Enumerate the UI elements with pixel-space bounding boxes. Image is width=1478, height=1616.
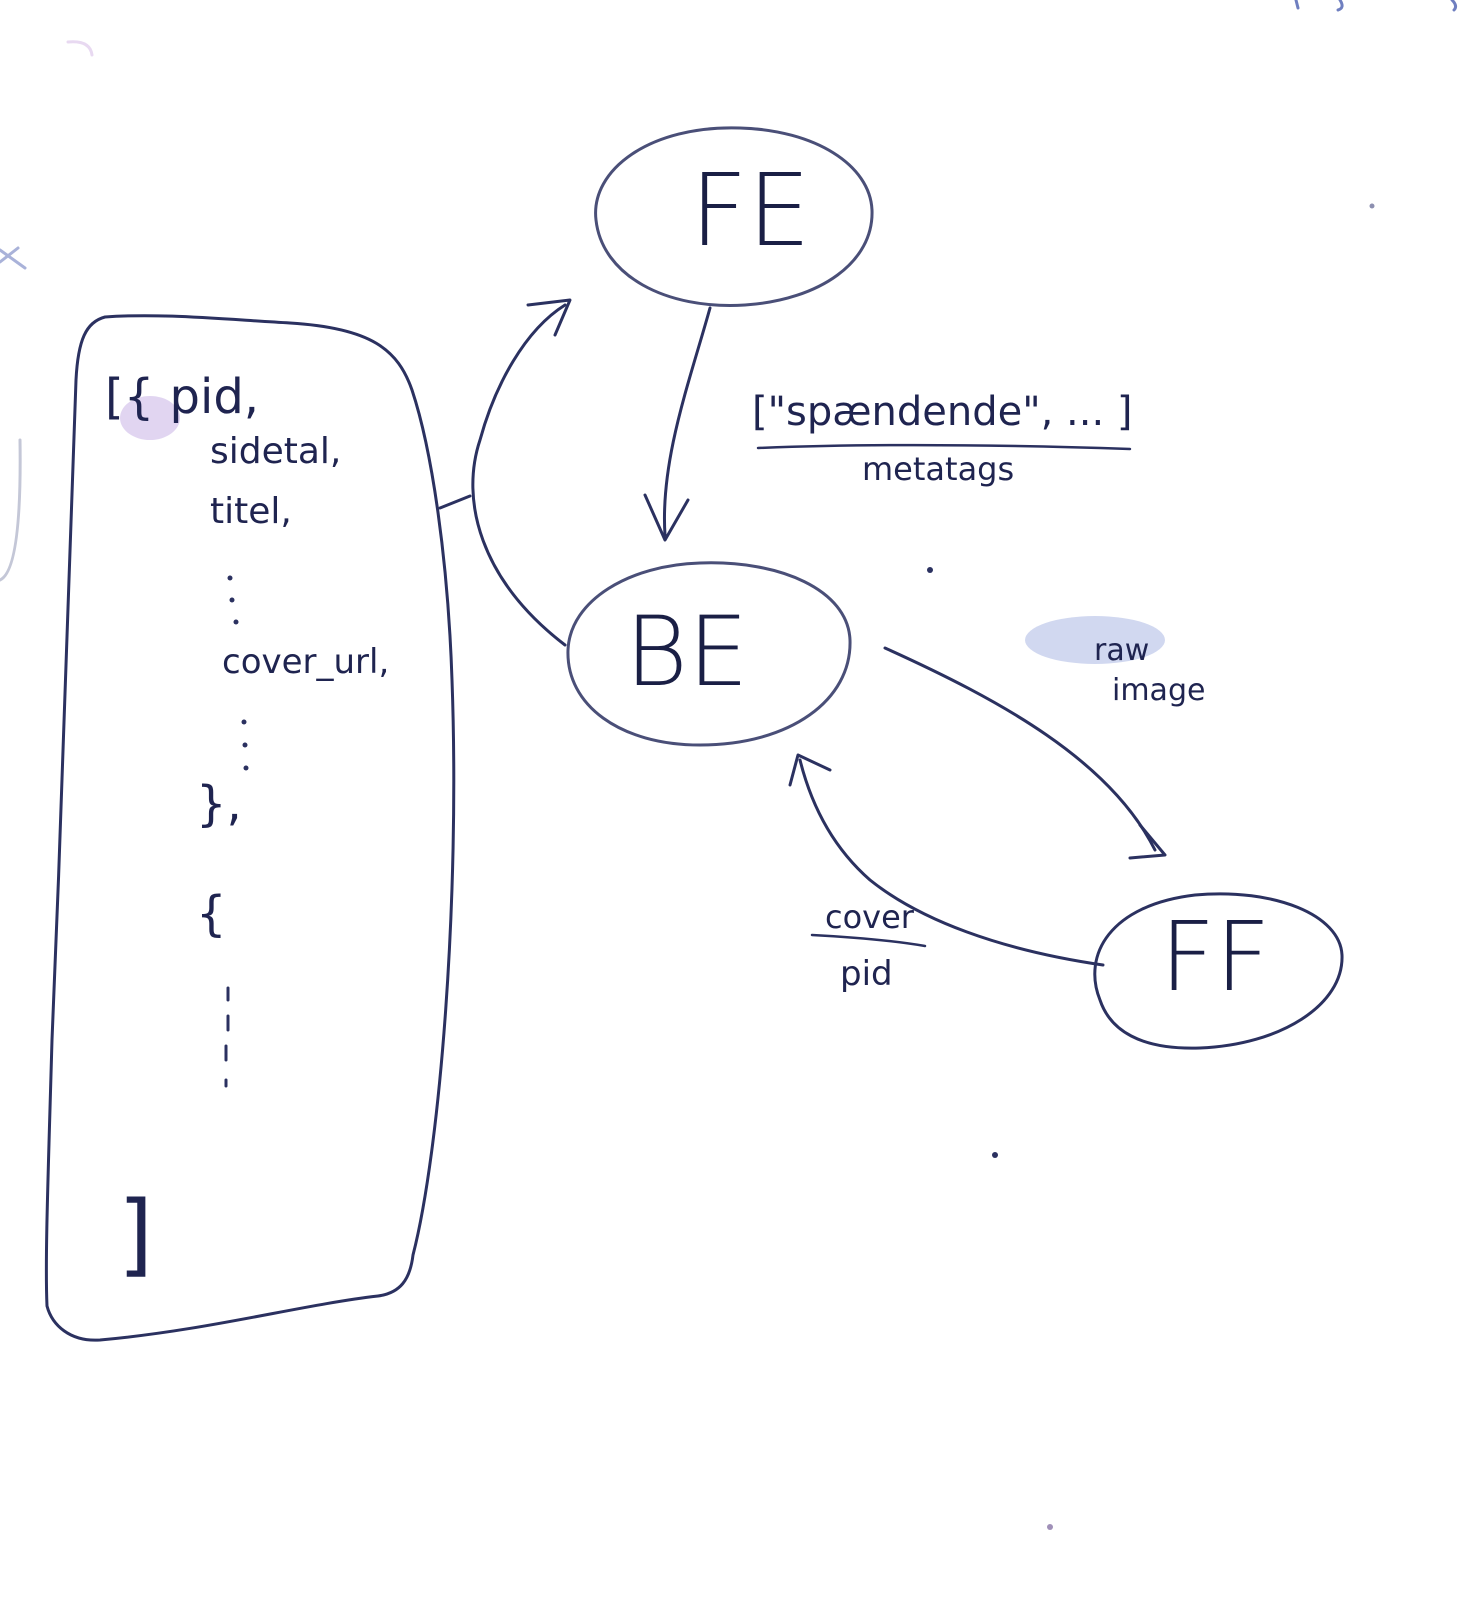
list-ellipsis-1: [227, 575, 239, 625]
list-line-pid: [{ pid,: [105, 369, 259, 425]
edge-ff-to-be-label-bottom: pid: [840, 954, 893, 994]
list-close-object: },: [196, 776, 242, 832]
edge-fe-to-be: ["spændende", ... ] metatags: [643, 306, 1133, 542]
edge-ff-to-be-label-divider: [810, 933, 927, 948]
list-ellipsis-2: [241, 719, 249, 771]
node-be: BE: [566, 561, 852, 747]
edge-be-to-ff-label-line1: raw: [1094, 633, 1149, 668]
list-line-titel: titel,: [210, 491, 292, 532]
edge-fe-to-be-label-top: ["spændende", ... ]: [752, 389, 1133, 435]
marker-smudges: [0, 0, 1458, 1530]
edge-fe-to-be-label-divider: [756, 443, 1132, 451]
edge-be-to-fe-line: [471, 303, 567, 647]
edge-be-to-fe: [438, 298, 572, 647]
edge-ff-to-be-line: [798, 758, 1105, 967]
node-fe: FE: [594, 126, 874, 307]
edge-be-to-fe-arrowhead: [526, 298, 572, 337]
edge-fe-to-be-line: [662, 306, 712, 537]
edge-ff-to-be: cover pid: [788, 753, 1105, 994]
list-box-outline: [44, 314, 456, 1342]
edge-be-to-ff-line: [883, 646, 1157, 852]
node-fe-ellipse: [594, 126, 874, 307]
edge-fe-to-be-label-bottom: metatags: [862, 450, 1014, 488]
edge-fe-to-be-arrowhead: [643, 493, 690, 542]
node-be-ellipse: [566, 561, 852, 747]
edge-be-to-ff: raw image: [883, 633, 1205, 860]
edge-ff-to-be-arrowhead: [788, 753, 832, 787]
list-close-array: ]: [118, 1182, 153, 1287]
edge-be-to-fe-connector: [438, 494, 472, 510]
node-ff-label: FF: [1160, 901, 1270, 1013]
list-line-sidetal: sidetal,: [210, 431, 341, 472]
edge-be-to-ff-arrowhead: [1128, 823, 1167, 860]
node-be-label: BE: [625, 596, 749, 708]
node-ff-ellipse: [1093, 892, 1344, 1050]
list-line-cover-url: cover_url,: [222, 642, 389, 682]
list-open-object: {: [196, 886, 227, 942]
list-ellipsis-3: [224, 986, 230, 1088]
edge-be-to-ff-label-line2: image: [1112, 673, 1205, 708]
node-fe-label: FE: [690, 152, 811, 269]
data-list-box: [{ pid, sidetal, titel, cover_url, }, { …: [44, 314, 456, 1342]
edge-ff-to-be-label-top: cover: [825, 898, 915, 936]
node-ff: FF: [1093, 892, 1344, 1050]
